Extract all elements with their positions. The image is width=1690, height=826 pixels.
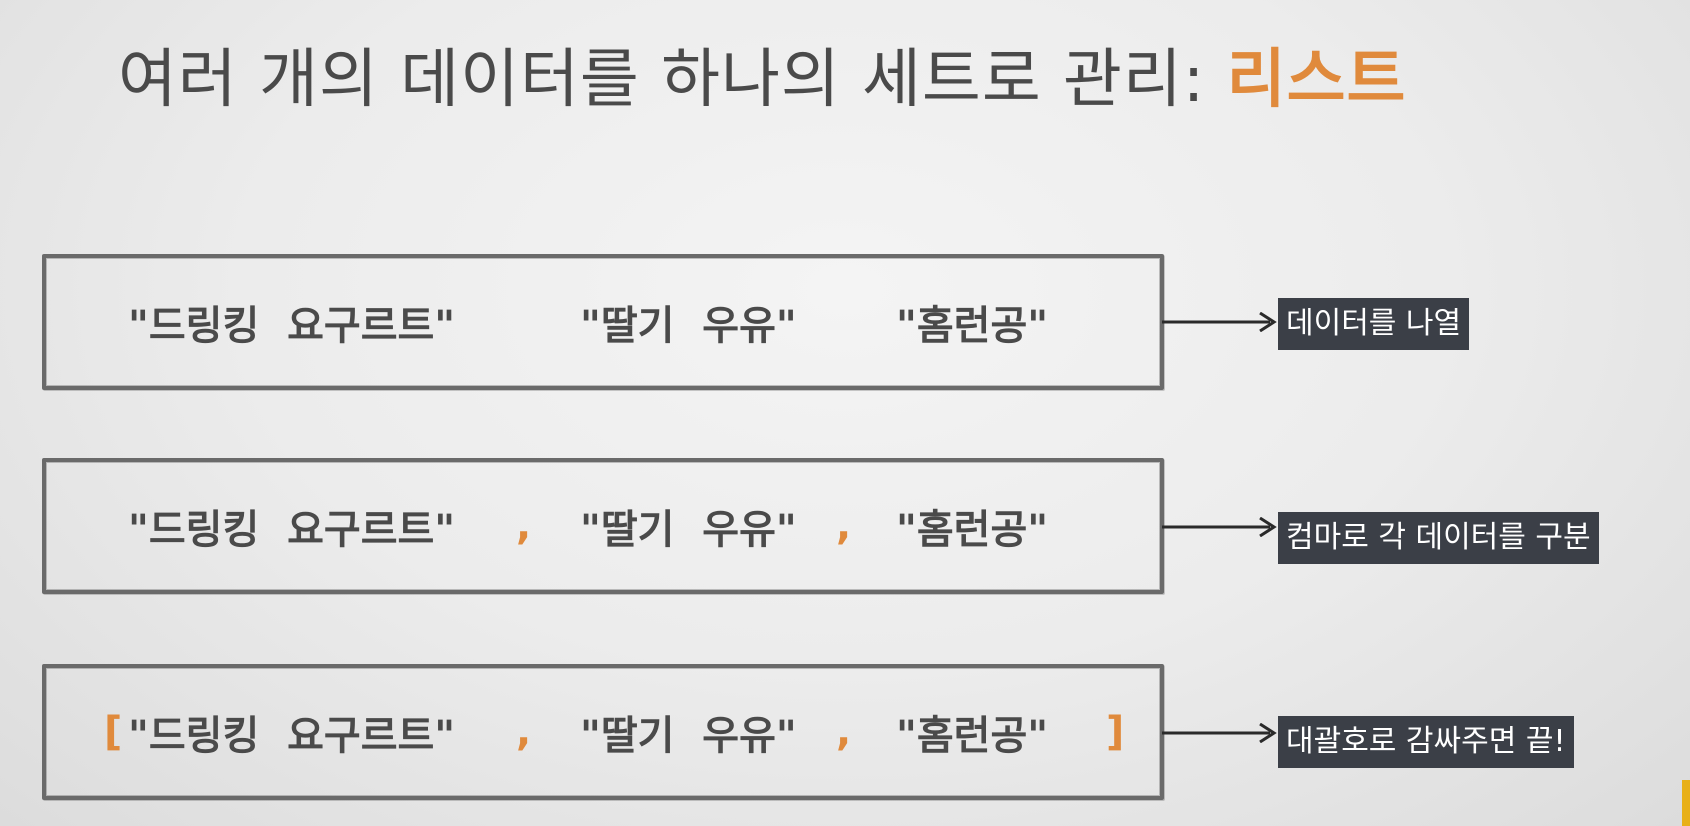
item-homerun-ball: "홈런공" bbox=[896, 507, 1049, 553]
comma-separator: , bbox=[516, 503, 532, 549]
caption-wrap-brackets: 대괄호로 감싸주면 끝! bbox=[1278, 716, 1574, 768]
item-drinking-yogurt: "드링킹 요구르트" bbox=[128, 713, 456, 759]
caption-comma-separate: 컴마로 각 데이터를 구분 bbox=[1278, 512, 1599, 564]
item-homerun-ball: "홈런공" bbox=[896, 303, 1049, 349]
caption-list-items: 데이터를 나열 bbox=[1278, 298, 1470, 350]
arrow-icon bbox=[1162, 517, 1277, 537]
item-strawberry-milk: "딸기 우유" bbox=[580, 507, 797, 553]
bracket-open: [ bbox=[104, 709, 123, 755]
title-main: 여러 개의 데이터를 하나의 세트로 관리: bbox=[118, 43, 1227, 117]
example-box-1: "드링킹 요구르트" "딸기 우유" "홈런공" bbox=[42, 254, 1164, 390]
item-drinking-yogurt: "드링킹 요구르트" bbox=[128, 507, 456, 553]
example-box-3: [ "드링킹 요구르트" , "딸기 우유" , "홈런공" ] bbox=[42, 664, 1164, 800]
item-drinking-yogurt: "드링킹 요구르트" bbox=[128, 303, 456, 349]
comma-separator: , bbox=[836, 503, 852, 549]
comma-separator: , bbox=[516, 709, 532, 755]
arrow-icon bbox=[1162, 312, 1277, 332]
comma-separator: , bbox=[836, 709, 852, 755]
title-accent: 리스트 bbox=[1226, 43, 1407, 117]
bracket-close: ] bbox=[1106, 709, 1125, 755]
example-box-2: "드링킹 요구르트" , "딸기 우유" , "홈런공" bbox=[42, 458, 1164, 594]
item-strawberry-milk: "딸기 우유" bbox=[580, 303, 797, 349]
arrow-icon bbox=[1162, 723, 1277, 743]
page-title: 여러 개의 데이터를 하나의 세트로 관리: 리스트 bbox=[118, 28, 1406, 120]
corner-accent bbox=[1682, 780, 1690, 826]
item-strawberry-milk: "딸기 우유" bbox=[580, 713, 797, 759]
item-homerun-ball: "홈런공" bbox=[896, 713, 1049, 759]
